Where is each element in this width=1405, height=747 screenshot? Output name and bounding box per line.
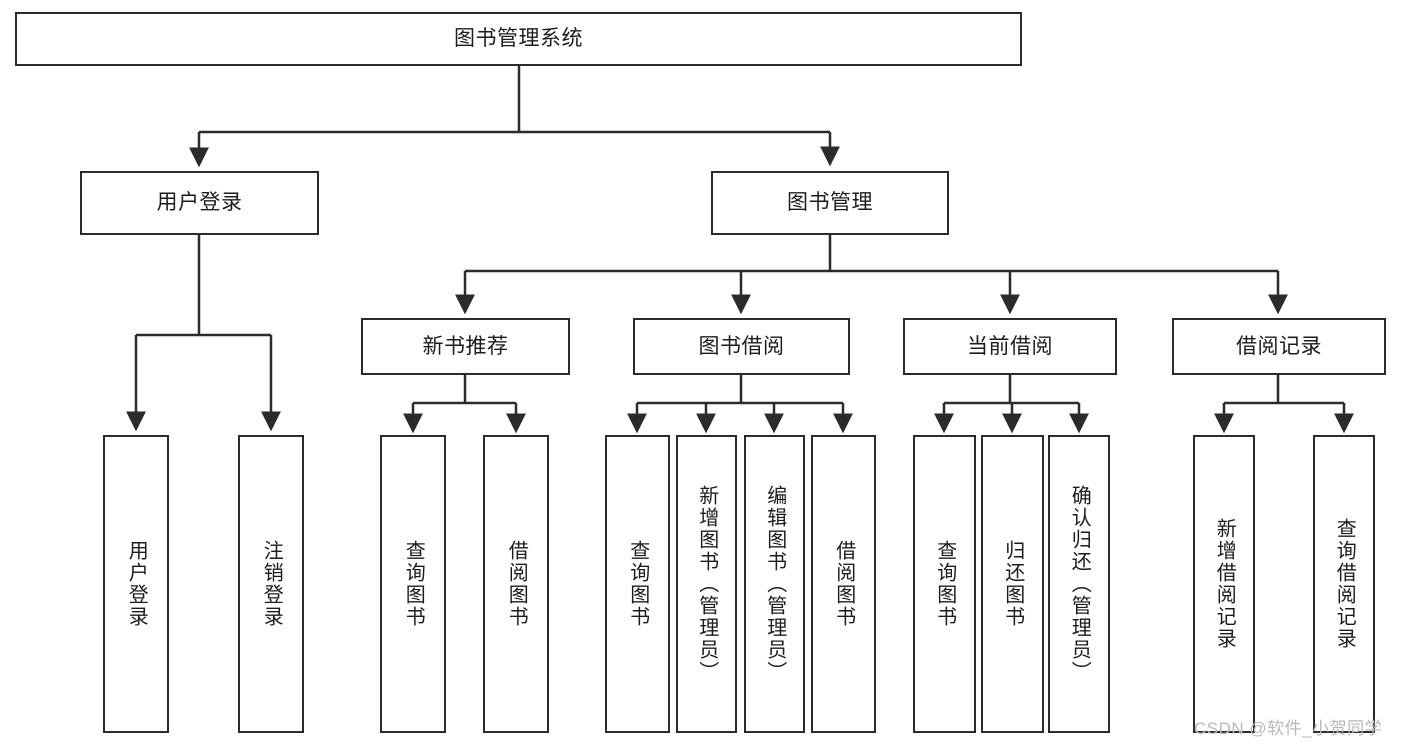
node-leaf-borrow-book-b[interactable]: 借阅图书 [811, 435, 876, 733]
node-book-manage-label: 图书管理 [787, 191, 873, 215]
node-user-login[interactable]: 用户登录 [80, 171, 319, 235]
node-leaf-confirm-return[interactable]: 确认归还（管理员） [1048, 435, 1110, 733]
node-leaf-query-book-a-label: 查询图书 [402, 540, 425, 628]
node-leaf-add-record-label: 新增借阅记录 [1213, 518, 1236, 650]
node-leaf-add-record[interactable]: 新增借阅记录 [1193, 435, 1255, 733]
node-user-login-label: 用户登录 [156, 191, 243, 215]
node-root[interactable]: 图书管理系统 [15, 12, 1022, 66]
node-current-borrow[interactable]: 当前借阅 [903, 318, 1117, 375]
node-book-manage[interactable]: 图书管理 [711, 171, 949, 235]
node-leaf-query-book-b-label: 查询图书 [626, 540, 649, 628]
node-book-borrow[interactable]: 图书借阅 [633, 318, 850, 375]
node-leaf-borrow-book-a-label: 借阅图书 [505, 540, 528, 628]
watermark-text: CSDN @软件_小贺同学 [1194, 719, 1383, 738]
node-leaf-borrow-book-a[interactable]: 借阅图书 [483, 435, 549, 733]
node-leaf-query-record[interactable]: 查询借阅记录 [1313, 435, 1375, 733]
node-book-borrow-label: 图书借阅 [698, 334, 785, 358]
node-leaf-add-book-label: 新增图书（管理员） [695, 485, 718, 683]
node-leaf-logout[interactable]: 注销登录 [238, 435, 304, 733]
node-leaf-query-record-label: 查询借阅记录 [1333, 518, 1356, 650]
node-leaf-edit-book-label: 编辑图书（管理员） [763, 485, 786, 683]
node-leaf-query-book-b[interactable]: 查询图书 [605, 435, 670, 733]
node-new-book-rec-label: 新书推荐 [422, 334, 509, 358]
node-borrow-record-label: 借阅记录 [1236, 334, 1322, 358]
node-borrow-record[interactable]: 借阅记录 [1172, 318, 1386, 375]
node-leaf-return-book[interactable]: 归还图书 [981, 435, 1044, 733]
node-leaf-query-book-c-label: 查询图书 [933, 540, 956, 628]
node-leaf-user-login[interactable]: 用户登录 [103, 435, 169, 733]
node-leaf-logout-label: 注销登录 [260, 540, 283, 628]
node-leaf-query-book-c[interactable]: 查询图书 [913, 435, 976, 733]
node-leaf-confirm-return-label: 确认归还（管理员） [1068, 485, 1091, 683]
node-leaf-borrow-book-b-label: 借阅图书 [832, 540, 855, 628]
node-leaf-edit-book[interactable]: 编辑图书（管理员） [744, 435, 805, 733]
node-current-borrow-label: 当前借阅 [967, 334, 1053, 358]
node-leaf-return-book-label: 归还图书 [1001, 540, 1024, 628]
node-leaf-query-book-a[interactable]: 查询图书 [380, 435, 446, 733]
node-leaf-add-book[interactable]: 新增图书（管理员） [676, 435, 737, 733]
node-new-book-rec[interactable]: 新书推荐 [361, 318, 570, 375]
node-leaf-user-login-label: 用户登录 [125, 540, 148, 628]
node-root-label: 图书管理系统 [454, 27, 583, 51]
